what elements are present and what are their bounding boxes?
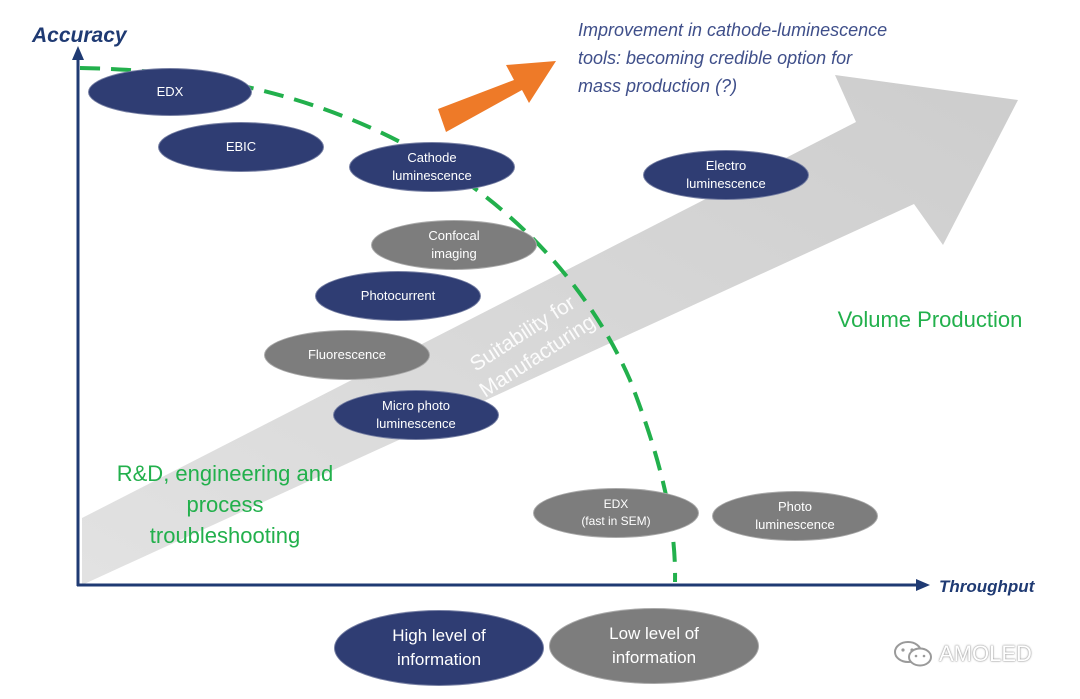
technique-label: Confocal imaging: [428, 228, 480, 261]
rd-region-label: R&D, engineering and process troubleshoo…: [116, 461, 334, 548]
technique-electro-luminescence: Electro luminescence: [643, 150, 809, 200]
x-axis-arrowhead: [916, 579, 930, 591]
technique-label: Photo luminescence: [755, 499, 835, 532]
technique-label: EDX: [156, 84, 184, 99]
technique-ebic: EBIC: [158, 122, 324, 172]
technique-photo-luminescence: Photo luminescence: [712, 491, 878, 541]
watermark-text: AMOLED: [939, 641, 1032, 666]
technique-label: EDX (fast in SEM): [581, 497, 651, 528]
y-axis-label: Accuracy: [32, 24, 127, 47]
technique-micro-photo-luminescence: Micro photo luminescence: [333, 390, 499, 440]
technique-fluorescence: Fluorescence: [264, 330, 430, 380]
y-axis-arrowhead: [72, 46, 84, 60]
cathode-improvement-annotation: Improvement in cathode-luminescence tool…: [578, 20, 888, 96]
technique-label: Cathode luminescence: [392, 150, 472, 183]
manufacturing-arrow: [82, 75, 1018, 585]
legend-high-information: High level of information: [334, 610, 544, 686]
technique-edx: EDX: [88, 68, 252, 116]
volume-production-label: Volume Production: [837, 307, 1023, 332]
technique-photocurrent: Photocurrent: [315, 271, 481, 321]
legend-low-information: Low level of information: [549, 608, 759, 684]
technique-cathode-luminescence: Cathode luminescence: [349, 142, 515, 192]
improvement-arrow: [438, 61, 556, 132]
wechat-icon: [894, 641, 932, 667]
legend-label: Low level of information: [609, 624, 699, 667]
watermark: AMOLED: [893, 640, 1032, 668]
technique-confocal-imaging: Confocal imaging: [371, 220, 537, 270]
technique-label: Micro photo luminescence: [376, 398, 456, 431]
x-axis-label: Throughput: [939, 577, 1035, 596]
technique-edx-fast: EDX (fast in SEM): [533, 488, 699, 538]
rd-production-boundary: [79, 66, 678, 583]
legend-label: High level of information: [392, 626, 486, 669]
technique-label: Fluorescence: [307, 347, 387, 362]
technique-label: Photocurrent: [360, 288, 436, 303]
technique-label: EBIC: [225, 139, 257, 154]
technique-label: Electro luminescence: [686, 158, 766, 191]
